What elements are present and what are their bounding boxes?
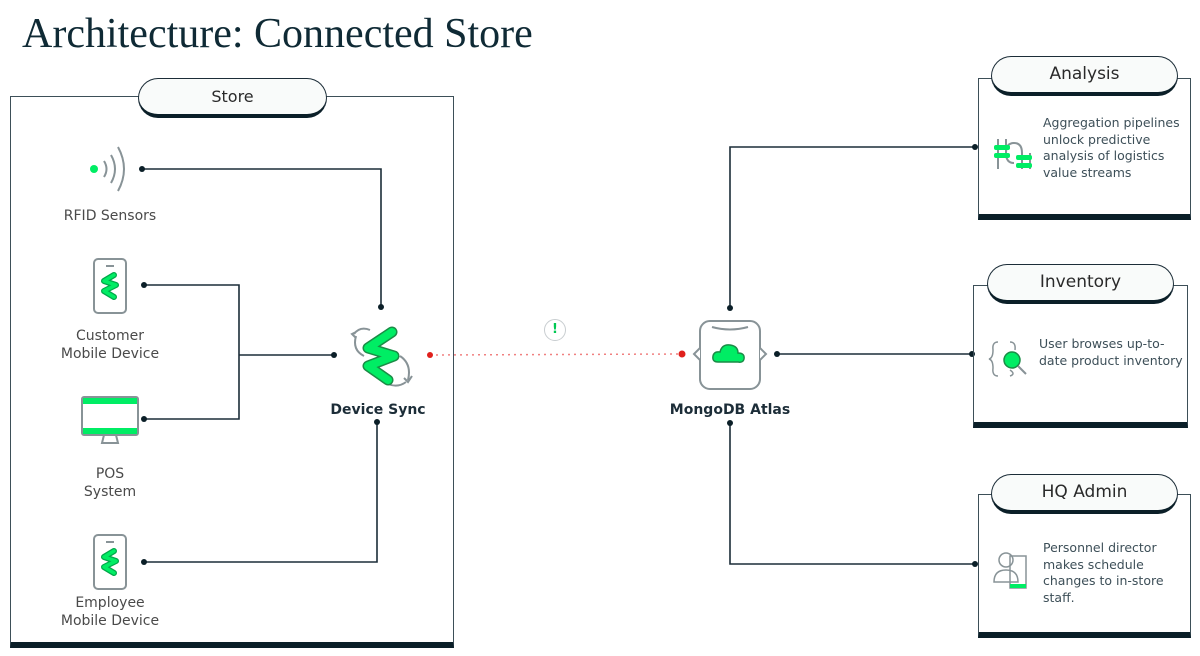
atlas-cloud-icon xyxy=(692,320,768,390)
pipeline-icon xyxy=(994,139,1032,169)
connector-dot xyxy=(727,305,733,311)
connector-dot xyxy=(141,282,147,288)
employee-mobile-label: Employee Mobile Device xyxy=(60,595,160,629)
connector-dot xyxy=(972,561,978,567)
pos-label: POS System xyxy=(83,466,137,500)
connector-dot xyxy=(774,351,780,357)
hq-admin-header: HQ Admin xyxy=(991,474,1178,514)
hq-admin-description: Personnel director makes schedule change… xyxy=(1043,540,1164,605)
mobile-phone-icon xyxy=(93,258,127,314)
wire-customer-sync xyxy=(144,284,240,420)
connector-dot xyxy=(141,416,147,422)
connector-dot xyxy=(374,419,380,425)
atlas-label: MongoDB Atlas xyxy=(669,402,791,418)
alert-icon[interactable]: ! xyxy=(544,319,566,341)
wire-employee-sync xyxy=(144,422,378,563)
connector-dot xyxy=(139,166,145,172)
inventory-description: User browses up-to-date product inventor… xyxy=(1039,336,1183,368)
wire-atlas-hqadmin xyxy=(729,423,975,565)
inventory-header: Inventory xyxy=(987,264,1174,304)
page-title: Architecture: Connected Store xyxy=(22,11,533,57)
wire-rfid-sync xyxy=(142,168,382,305)
monitor-icon xyxy=(81,396,139,444)
analysis-header: Analysis xyxy=(991,56,1178,96)
wire-atlas-analysis xyxy=(729,146,975,308)
rfid-label: RFID Sensors xyxy=(63,208,157,224)
store-header: Store xyxy=(138,78,327,118)
connector-dot xyxy=(331,352,337,358)
link-endpoint-dot xyxy=(427,352,433,358)
personnel-icon xyxy=(993,552,1027,589)
device-sync-label: Device Sync xyxy=(330,402,426,418)
mobile-phone-icon xyxy=(93,534,127,590)
connector-dot xyxy=(378,304,384,310)
store-title: Store xyxy=(211,87,254,106)
device-sync-icon xyxy=(350,326,413,387)
customer-mobile-label: Customer Mobile Device xyxy=(60,328,160,362)
rfid-signal-icon xyxy=(90,146,125,192)
link-endpoint-dot xyxy=(678,350,686,358)
connector-dot xyxy=(972,144,978,150)
search-braces-icon xyxy=(988,341,1027,377)
analysis-description: Aggregation pipelines unlock predictive … xyxy=(1043,115,1180,180)
connector-dot xyxy=(727,420,733,426)
sync-atlas-link xyxy=(429,353,683,356)
connector-dot xyxy=(141,559,147,565)
